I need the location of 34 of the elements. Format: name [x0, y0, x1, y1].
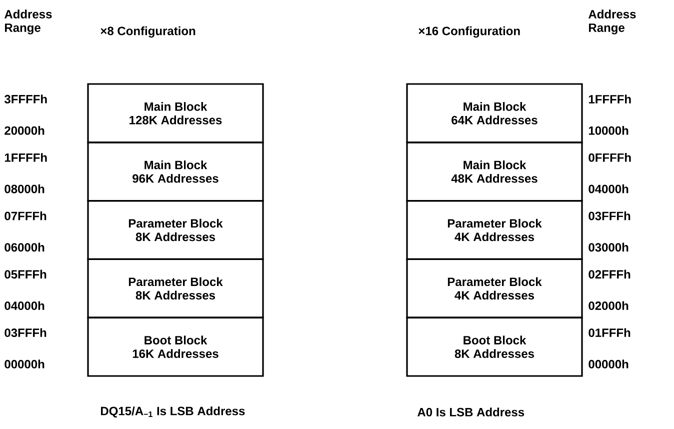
address-range-heading: Address Range — [4, 10, 52, 34]
address-label: 10000h — [588, 126, 628, 135]
address-label: 05FFFh — [4, 270, 46, 279]
footnote: A0 Is LSB Address — [418, 408, 524, 416]
memory-block: Main Block 128K Addresses — [87, 83, 264, 144]
address-range-heading: Address Range — [588, 10, 636, 34]
footnote: DQ15/A$_{−1}$ Is LSB Address — [101, 406, 245, 418]
memory-block: Main Block 96K Addresses — [87, 142, 264, 202]
address-label: 00000h — [4, 360, 44, 368]
address-label: 1FFFFh — [4, 153, 47, 162]
address-label: 07FFFh — [4, 211, 46, 220]
memory-block: Main Block 64K Addresses — [406, 83, 583, 144]
address-label: 03FFFh — [4, 328, 46, 338]
memory-block: Parameter Block 8K Addresses — [87, 200, 264, 260]
address-label: 02FFFh — [588, 270, 630, 279]
memory-block: Parameter Block 8K Addresses — [87, 258, 264, 318]
address-label: 3FFFFh — [4, 94, 47, 104]
address-label: 04000h — [4, 301, 44, 310]
address-label: 02000h — [588, 301, 628, 310]
address-label: 01FFFh — [588, 328, 630, 337]
memory-block: Parameter Block 4K Addresses — [406, 258, 583, 318]
memory-block: Boot Block 16K Addresses — [87, 316, 264, 377]
address-label: 03000h — [588, 242, 628, 252]
address-label: 06000h — [4, 242, 44, 252]
memory-block: Main Block 48K Addresses — [406, 142, 583, 202]
address-label: 04000h — [588, 184, 628, 194]
address-label: 08000h — [4, 184, 44, 194]
address-label: 0FFFFh — [588, 153, 631, 162]
memory-block: Parameter Block 4K Addresses — [406, 200, 583, 260]
address-label: 03FFFh — [588, 211, 630, 220]
memory-block: Boot Block 8K Addresses — [406, 316, 583, 377]
address-label: 20000h — [4, 126, 44, 135]
configuration-heading: ×8 Configuration — [100, 26, 196, 38]
configuration-heading: ×16 Configuration — [418, 26, 520, 38]
